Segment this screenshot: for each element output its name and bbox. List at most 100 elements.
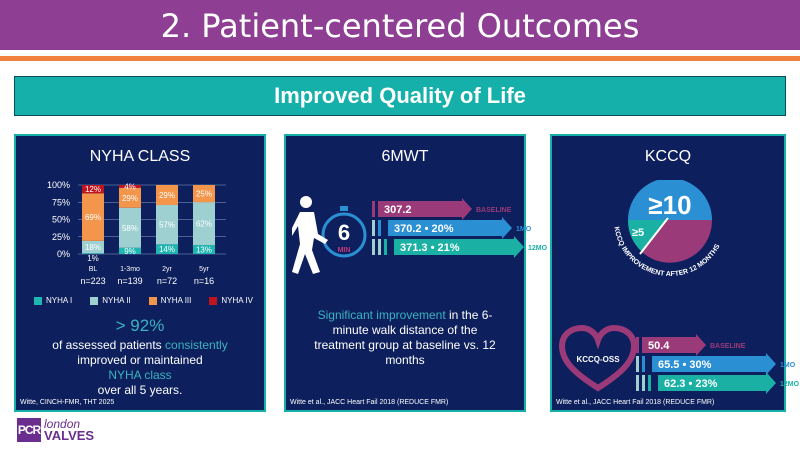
- arrow-bar: 62.3 • 23% 12MO: [636, 372, 800, 394]
- arrow-bar: 65.5 • 30% 1MO: [636, 353, 796, 375]
- legend-swatch: [209, 296, 218, 305]
- section-title: Improved Quality of Life: [14, 76, 786, 116]
- data-label: 1%: [87, 254, 99, 263]
- logo-mark: PCR: [17, 418, 41, 442]
- bar-segment: [82, 185, 104, 194]
- tick-mark: [642, 375, 645, 391]
- legend-label: NYHA I: [46, 296, 73, 305]
- arrow-shape: [642, 334, 706, 356]
- y-tick-label: 75%: [52, 197, 70, 207]
- data-label: 18%: [85, 243, 101, 252]
- reference: Witte et al., JACC Heart Fail 2018 (REDU…: [556, 399, 715, 406]
- arrow-value: 370.2 • 20%: [394, 223, 454, 235]
- legend-swatch: [148, 296, 157, 305]
- tick-mark: [372, 201, 375, 217]
- kccq-pie-icon: ≥10 ≥5 KCCQ IMPROVEMENT AFTER 12 MONTHS: [612, 180, 722, 278]
- x-tick-label: 2yr: [162, 266, 172, 273]
- data-label: 4%: [124, 182, 136, 191]
- page-title: 2. Patient-centered Outcomes: [0, 0, 800, 50]
- y-tick-label: 0%: [57, 249, 70, 259]
- reference: Witte et al., JACC Heart Fail 2018 (REDU…: [290, 399, 449, 406]
- arrow-label: 1MO: [516, 226, 532, 233]
- bar-segment: [156, 244, 178, 254]
- logo-line2: VALVES: [44, 428, 95, 443]
- small-value: ≥5: [632, 227, 644, 239]
- data-label: 29%: [122, 194, 138, 203]
- arrow-bar: 307.2 BASELINE: [372, 198, 512, 220]
- panel-title: 6MWT: [381, 148, 429, 165]
- arrow-shape: [388, 217, 512, 239]
- legend-swatch: [90, 296, 99, 305]
- legend-label: NYHA II: [102, 296, 131, 305]
- x-tick-label: 5yr: [199, 266, 209, 273]
- bar-segment: [156, 205, 178, 245]
- arrow-shape: [652, 353, 776, 375]
- data-label: 13%: [196, 246, 212, 255]
- bar-segment: [193, 245, 215, 254]
- data-label: 9%: [124, 247, 136, 256]
- bar-segment: [82, 253, 104, 254]
- arrow-shape: [394, 236, 524, 258]
- arrow-value: 307.2: [384, 204, 412, 216]
- panel-title: NYHA CLASS: [89, 148, 191, 165]
- tick-mark: [378, 220, 381, 236]
- y-tick-label: 50%: [52, 215, 70, 225]
- stat-number: > 92%: [115, 316, 165, 335]
- arrow-label: BASELINE: [476, 207, 512, 214]
- bar-segment: [119, 185, 141, 188]
- big-value: ≥10: [648, 190, 691, 220]
- tick-mark: [636, 356, 639, 372]
- n-label: n=223: [80, 276, 105, 286]
- legend-label: NYHA III: [160, 296, 192, 305]
- data-label: 62%: [196, 220, 212, 229]
- tick-mark: [378, 239, 381, 255]
- kccq-panel: KCCQ ≥10 ≥5 KCCQ IMPROVEMENT AFTER 12 MO…: [550, 134, 800, 412]
- n-label: n=16: [194, 276, 214, 286]
- text: of assessed patients: [52, 338, 166, 352]
- nyha-chart: 0%25%50%75%100%1%18%69%12%BLn=2239%58%29…: [47, 180, 226, 286]
- bar-segment: [119, 187, 141, 208]
- heart-label: KCCQ-OSS: [576, 355, 620, 364]
- text: in the 6-minute walk distance of the tre…: [314, 308, 496, 367]
- text-highlight: consistently: [165, 338, 228, 352]
- legend-label: NYHA IV: [221, 296, 253, 305]
- stopwatch-label: MIN: [338, 247, 351, 254]
- legend-swatch: [34, 296, 42, 305]
- legend-item: NYHA IV: [209, 296, 253, 305]
- arrow-bar: 371.3 • 21% 12MO: [372, 236, 548, 258]
- arrow-shape: [658, 372, 776, 394]
- bar-segment: [82, 240, 104, 254]
- arrow-value: 50.4: [648, 340, 670, 352]
- heart-icon: KCCQ-OSS: [558, 324, 638, 392]
- legend-item: NYHA II: [90, 296, 131, 305]
- legend-item: NYHA I: [34, 296, 72, 305]
- stat-description: of assessed patients consistently improv…: [16, 338, 264, 398]
- n-label: n=72: [157, 276, 177, 286]
- tick-mark: [642, 356, 645, 372]
- bar-segment: [193, 202, 215, 246]
- x-tick-label: 1-3mo: [120, 266, 140, 273]
- arrow-label: BASELINE: [710, 343, 746, 350]
- data-label: 69%: [85, 213, 101, 222]
- data-label: 58%: [122, 224, 138, 233]
- walking-person-stopwatch-icon: 6 MIN: [292, 196, 367, 274]
- y-tick-label: 25%: [52, 232, 70, 242]
- arrow-label: 1MO: [780, 362, 796, 369]
- arrow-value: 62.3 • 23%: [664, 378, 718, 390]
- arrow-value: 371.3 • 21%: [400, 242, 460, 254]
- bar-segment: [156, 185, 178, 206]
- data-label: 14%: [159, 245, 175, 254]
- logo-line1: london: [44, 417, 81, 431]
- bar-segment: [119, 207, 141, 248]
- data-label: 57%: [159, 221, 175, 230]
- data-label: 29%: [159, 191, 175, 200]
- tick-mark: [648, 375, 651, 391]
- arrow-label: 12MO: [528, 245, 548, 252]
- stopwatch-number: 6: [338, 220, 350, 245]
- arrow-label: 12MO: [780, 381, 800, 388]
- arrow-value: 65.5 • 30%: [658, 359, 712, 371]
- 6mwt-panel: 6MWT 6 MIN 307.2 BASELINE 370.2 • 20% 1MO 37…: [284, 134, 548, 412]
- chart-legend: NYHA I NYHA II NYHA III NYHA IV: [34, 296, 253, 305]
